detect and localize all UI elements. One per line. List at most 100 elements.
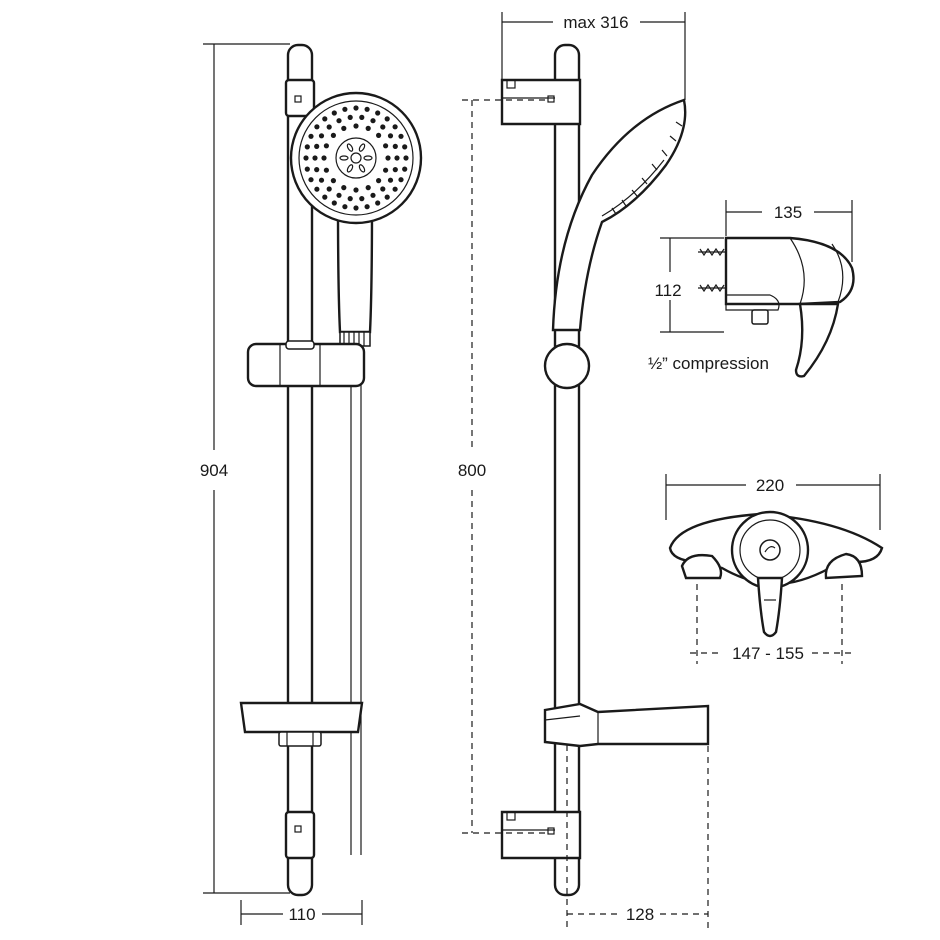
valve-front-view (668, 510, 884, 638)
nozzle-dot (323, 143, 329, 149)
nozzle-dot (353, 187, 359, 193)
label-total-height: 904 (200, 461, 228, 480)
nozzle-dot (364, 106, 370, 112)
dim-valve-width: 220 (665, 474, 881, 530)
dim-valve-height: 112 (654, 237, 724, 333)
label-valve-width: 220 (756, 476, 784, 495)
nozzle-dot (314, 167, 320, 173)
center-nozzle (346, 143, 354, 152)
nozzle-dot (392, 167, 398, 173)
nozzle-dot (364, 204, 370, 210)
nozzle-dot (375, 110, 381, 116)
nozzle-dot (365, 125, 371, 131)
nozzle-dot (303, 155, 309, 161)
center-nozzle (358, 143, 366, 152)
label-centres: 147 - 155 (732, 644, 804, 663)
valve-body-side (724, 236, 855, 306)
nozzle-dot (336, 192, 342, 198)
nozzle-dot (308, 177, 314, 183)
valve-left-inlet (680, 553, 723, 580)
nozzle-dot (321, 155, 327, 161)
label-max-width: max 316 (563, 13, 628, 32)
nozzle-dot (330, 178, 336, 184)
nozzle-dot (383, 167, 389, 173)
center-nozzle (346, 164, 354, 173)
nozzle-dot (308, 133, 314, 139)
dim-max-width: max 316 (501, 12, 686, 100)
label-front-width: 110 (288, 905, 315, 924)
nozzle-dot (392, 143, 398, 149)
nozzle-dot (353, 205, 359, 211)
front-slider (246, 342, 366, 388)
nozzle-dot (336, 118, 342, 124)
nozzle-dot (342, 204, 348, 210)
nozzle-dot (341, 185, 347, 191)
nozzle-dot (304, 144, 310, 150)
dim-front-width: 110 (240, 900, 363, 925)
dim-slide-length: 800 (458, 99, 545, 834)
nozzle-dot (376, 132, 382, 138)
nozzle-dot (353, 105, 359, 111)
front-dish-collar (278, 731, 322, 747)
side-view (500, 43, 710, 897)
front-top-bracket (284, 78, 316, 118)
nozzle-dot (403, 155, 409, 161)
nozzle-dot (380, 124, 386, 130)
side-handshower (551, 98, 687, 332)
nozzle-dot (353, 123, 359, 129)
nozzle-dot (331, 200, 337, 206)
nozzle-dot (398, 177, 404, 183)
side-soap-dish (543, 702, 710, 748)
nozzle-dot (347, 196, 353, 202)
nozzle-dot (392, 186, 398, 192)
nozzle-dot (375, 200, 381, 206)
dim-valve-depth: 135 (725, 200, 853, 262)
side-bottom-bracket (500, 810, 582, 860)
valve-side-view (698, 236, 855, 378)
nozzle-dot (392, 124, 398, 130)
valve-lever-side (794, 302, 840, 378)
nozzle-dot (326, 124, 332, 130)
nozzle-dot (304, 166, 310, 172)
nozzle-dot (359, 114, 365, 120)
front-head-nozzles (303, 105, 409, 211)
nozzle-dot (387, 177, 394, 183)
front-bottom-bracket (284, 810, 316, 860)
nozzle-dot (387, 133, 394, 139)
nozzle-dot (314, 143, 320, 149)
nozzle-dot (314, 124, 320, 130)
nozzle-dot (322, 194, 328, 200)
nozzle-dot (398, 133, 404, 139)
nozzle-dot (330, 132, 336, 138)
nozzle-dot (326, 186, 332, 192)
nozzle-dot (331, 110, 337, 116)
valve-logo-badge (759, 539, 781, 561)
center-nozzle (358, 164, 366, 173)
nozzle-dot (383, 143, 389, 149)
nozzle-dot (384, 194, 390, 200)
nozzle-dot (312, 155, 318, 161)
nozzle-dot (322, 116, 328, 122)
label-valve-depth: 135 (774, 203, 802, 222)
dim-centres: 147 - 155 (690, 584, 852, 664)
nozzle-dot (370, 192, 376, 198)
label-valve-height: 112 (654, 281, 681, 300)
nozzle-dot (402, 166, 408, 172)
nozzle-dot (384, 116, 390, 122)
nozzle-dot (394, 155, 400, 161)
front-view (239, 43, 423, 897)
nozzle-dot (314, 186, 320, 192)
side-top-bracket (500, 78, 582, 126)
front-shower-head (289, 91, 423, 225)
nozzle-dot (323, 167, 329, 173)
side-slider-knob (543, 342, 591, 390)
label-side-depth: 128 (626, 905, 654, 924)
front-soap-dish (239, 701, 364, 734)
center-nozzle (363, 155, 373, 161)
nozzle-dot (385, 155, 391, 161)
nozzle-dot (380, 186, 386, 192)
center-nozzle (339, 155, 349, 161)
label-slide-length: 800 (458, 461, 486, 480)
nozzle-dot (318, 177, 325, 183)
